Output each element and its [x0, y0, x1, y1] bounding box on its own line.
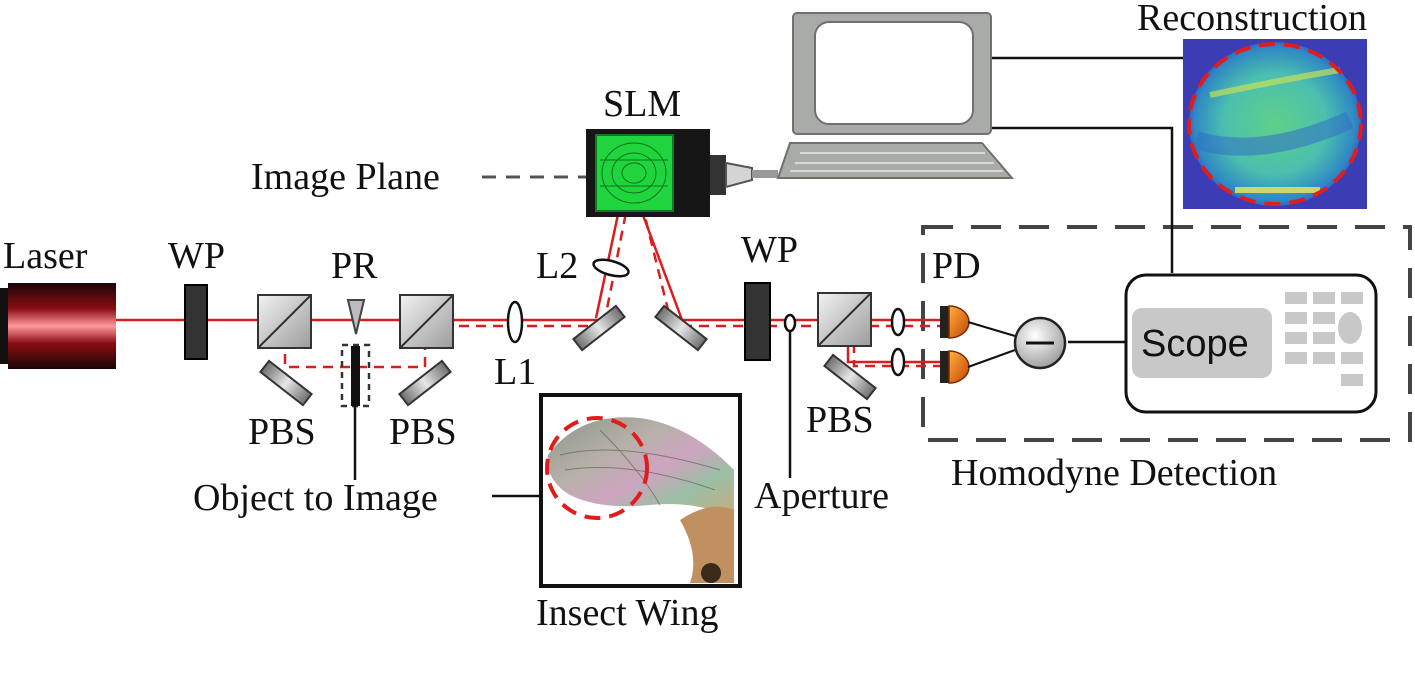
laser-source [0, 283, 116, 369]
label-wp-2: WP [741, 229, 798, 271]
photodiode-2 [940, 350, 970, 384]
waveplate-1 [184, 284, 208, 360]
waveplate-2 [744, 282, 771, 361]
label-slm: SLM [603, 83, 681, 125]
mirror-pbs-3 [823, 353, 877, 401]
label-pr: PR [331, 245, 378, 287]
label-wp-1: WP [168, 235, 225, 277]
slm-device [586, 129, 778, 217]
label-pd: PD [932, 245, 981, 287]
mirror-fold-1 [572, 304, 626, 352]
beam-splitter-cube-2 [399, 294, 454, 349]
mirror-fold-2 [654, 304, 708, 352]
aperture-element [783, 313, 797, 333]
label-pbs-3: PBS [806, 399, 874, 441]
label-aperture: Aperture [754, 475, 889, 517]
prism-pr [346, 299, 366, 335]
label-laser: Laser [3, 235, 88, 277]
label-l1: L1 [494, 351, 536, 393]
reconstruction-image [1183, 39, 1367, 209]
subtractor-wires [967, 321, 1016, 368]
scope-device [1124, 273, 1378, 414]
label-pbs-2: PBS [389, 411, 457, 453]
mirror-pbs-1 [259, 359, 313, 407]
label-l2: L2 [536, 245, 578, 287]
computer [776, 12, 1015, 179]
mirror-pbs-2 [398, 359, 452, 407]
computer-cables [992, 56, 1183, 344]
lens-pd-2 [890, 347, 906, 377]
label-reconstruction: Reconstruction [1137, 0, 1367, 39]
insect-wing-image [539, 393, 742, 588]
lens-l2 [592, 258, 630, 278]
label-object: Object to Image [193, 477, 438, 519]
object-slide [351, 346, 360, 406]
label-image-plane: Image Plane [251, 156, 440, 198]
label-pbs-1: PBS [248, 411, 316, 453]
homodyne-detection-box [921, 225, 1412, 442]
label-scope: Scope [1141, 323, 1249, 365]
lens-pd-1 [890, 307, 906, 337]
photodiode-1 [940, 305, 970, 339]
lens-l1 [506, 300, 524, 344]
beam-splitter-cube-1 [257, 294, 312, 349]
beam-splitter-cube-3 [817, 292, 872, 347]
label-homodyne: Homodyne Detection [951, 452, 1277, 494]
label-insect-wing: Insect Wing [536, 592, 718, 634]
